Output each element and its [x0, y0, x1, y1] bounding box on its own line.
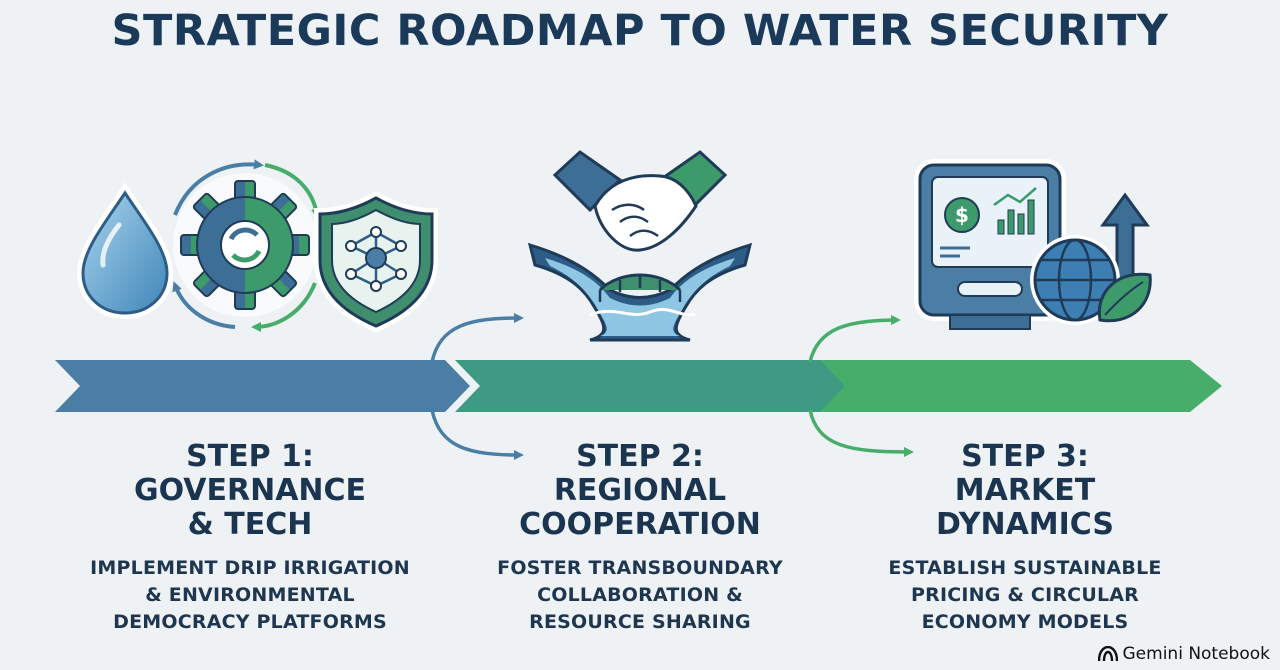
branch-arrow-down-1 — [430, 409, 524, 460]
handshake-icon — [552, 150, 728, 252]
gear-cycle-icon — [172, 159, 321, 332]
branch-arrow-up-2 — [808, 315, 901, 363]
step-3-description: ESTABLISH SUSTAINABLE PRICING & CIRCULAR… — [888, 557, 1162, 633]
river-bridge-icon — [527, 242, 753, 342]
timeline-arrow-step-2 — [455, 360, 860, 412]
globe-leaf-icon — [1030, 235, 1152, 325]
timeline-arrow-step-3 — [820, 360, 1222, 412]
pricing-dashboard-icon: $ — [914, 159, 1066, 330]
notebook-logo-icon — [1097, 646, 1118, 662]
branding-label: Gemini Notebook — [1122, 644, 1271, 664]
svg-text:$: $ — [955, 203, 969, 227]
timeline-arrow-step-1 — [55, 360, 470, 412]
step-1-description: IMPLEMENT DRIP IRRIGATION & ENVIRONMENTA… — [90, 557, 410, 633]
step-3-title: STEP 3: MARKET DYNAMICS — [936, 439, 1114, 542]
step-2-description: FOSTER TRANSBOUNDARY COLLABORATION & RES… — [497, 557, 783, 633]
step-1-title: STEP 1: GOVERNANCE & TECH — [133, 439, 367, 542]
branding-watermark: Gemini Notebook — [1097, 644, 1271, 664]
page-title: STRATEGIC ROADMAP TO WATER SECURITY — [111, 6, 1169, 56]
branch-arrow-down-2 — [808, 409, 914, 457]
step-2-title: STEP 2: REGIONAL COOPERATION — [519, 439, 761, 542]
network-shield-icon — [314, 191, 438, 333]
branch-arrow-up-1 — [430, 313, 524, 363]
water-drop-icon — [76, 182, 174, 320]
